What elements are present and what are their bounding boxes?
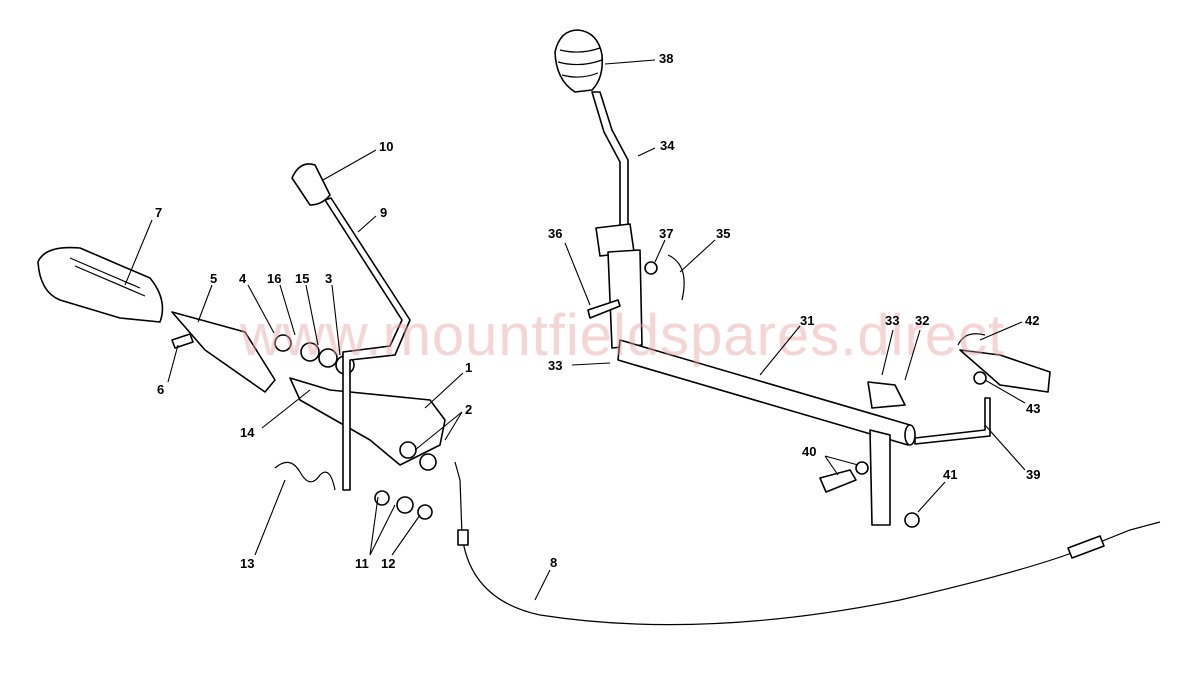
mount-bracket	[607, 249, 643, 349]
callout-41: 41	[943, 467, 957, 482]
washer-16	[300, 342, 320, 362]
leader-lines	[124, 59, 1026, 601]
lever-34	[591, 91, 629, 233]
callout-9: 9	[380, 205, 387, 220]
clamp-32	[867, 381, 906, 409]
washer-11b	[396, 496, 414, 514]
lever-9	[324, 197, 411, 491]
pedal-pad-7	[37, 246, 164, 323]
washer-11a	[374, 490, 390, 506]
callout-14: 14	[240, 425, 255, 440]
callout-11: 11	[355, 556, 369, 571]
washer-2a	[399, 441, 417, 459]
callout-33: 33	[885, 313, 899, 328]
bolt-36	[587, 299, 621, 319]
spring-13	[274, 461, 336, 491]
nut-4	[274, 334, 292, 352]
callout-16: 16	[267, 271, 281, 286]
clip-42	[957, 333, 986, 346]
watermark: www.mountfieldspares.direct	[239, 303, 1005, 368]
bracket-1	[289, 377, 446, 466]
callout-32: 32	[915, 313, 929, 328]
nut-12	[417, 504, 433, 520]
callout-1: 1	[465, 360, 472, 375]
callout-37: 37	[659, 226, 673, 241]
bracket-43	[959, 349, 1051, 393]
callout-38: 38	[659, 51, 673, 66]
plate	[869, 429, 891, 526]
bolt-6	[171, 333, 194, 349]
callout-40: 40	[802, 444, 816, 459]
callout-8: 8	[550, 555, 557, 570]
pedal-assembly	[37, 163, 446, 520]
callout-4: 4	[239, 271, 247, 286]
washer-2b	[419, 453, 437, 471]
callout-42: 42	[1025, 313, 1039, 328]
callout-labels: 38 34 10 9 7 36 37 35 5 4 16 15 3 31 33 …	[155, 51, 1040, 571]
callout-7: 7	[155, 205, 162, 220]
callout-33: 33	[548, 358, 562, 373]
callout-15: 15	[295, 271, 309, 286]
knob-10	[291, 163, 331, 206]
ball-joint-40	[819, 469, 857, 493]
callout-2: 2	[465, 402, 472, 417]
washer-15	[318, 348, 338, 368]
callout-31: 31	[800, 313, 814, 328]
cable-8	[454, 461, 1161, 626]
gear-lever-assembly	[554, 29, 1051, 528]
nut-37	[644, 261, 658, 275]
callout-36: 36	[548, 226, 562, 241]
nut-41	[904, 512, 920, 528]
rod-39	[914, 397, 991, 445]
callout-12: 12	[381, 556, 395, 571]
callout-3: 3	[325, 271, 332, 286]
callout-5: 5	[210, 271, 217, 286]
callout-39: 39	[1026, 467, 1040, 482]
callout-43: 43	[1026, 401, 1040, 416]
callout-34: 34	[660, 138, 675, 153]
callout-13: 13	[240, 556, 254, 571]
pedal-arm-5	[171, 311, 276, 393]
callout-6: 6	[157, 382, 164, 397]
spring-35	[667, 254, 685, 301]
callout-10: 10	[379, 139, 393, 154]
callout-35: 35	[716, 226, 730, 241]
knob-38	[554, 29, 604, 93]
